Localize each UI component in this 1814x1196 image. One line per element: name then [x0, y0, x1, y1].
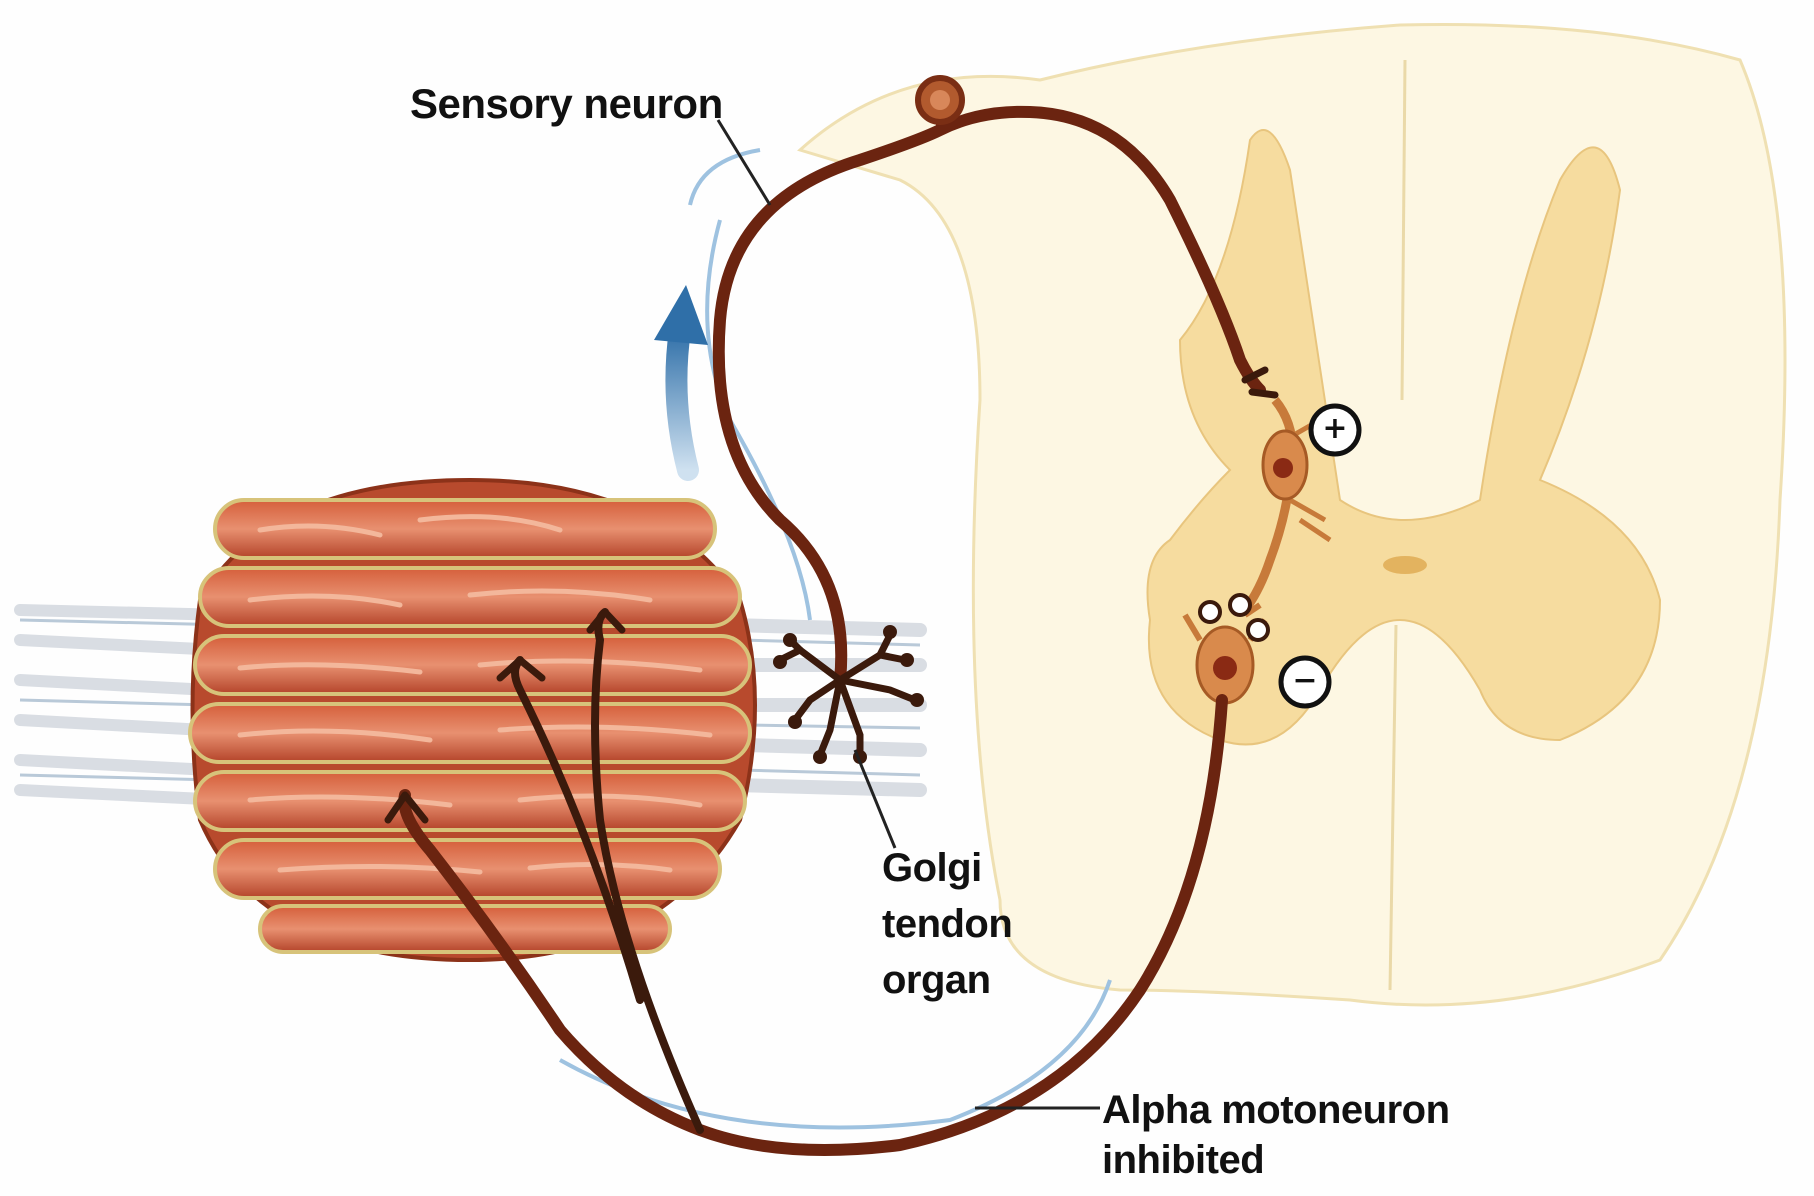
interneuron-nucleus [1273, 458, 1293, 478]
golgi-tendon-organ [780, 635, 915, 755]
inhibitory-sign: − [1285, 666, 1325, 696]
golgi-pointer [855, 750, 895, 848]
golgi-label-line-1: Golgi [882, 840, 1082, 896]
direction-arrow [654, 285, 708, 470]
arrow-head [654, 285, 708, 345]
motoneuron-nucleus [1213, 656, 1237, 680]
sensory-neuron-label: Sensory neuron [410, 80, 723, 128]
alpha-motoneuron-label: Alpha motoneuron inhibited [1102, 1085, 1522, 1185]
distal-tendon [730, 625, 920, 790]
golgi-label-line-3: organ [882, 952, 1082, 1008]
excitatory-sign: + [1315, 414, 1355, 444]
alpha-label-line-2: inhibited [1102, 1135, 1522, 1185]
arrow-shaft [676, 330, 688, 470]
golgi-tendon-organ-label: Golgi tendon organ [882, 840, 1082, 1008]
ganglion-nucleus [930, 90, 950, 110]
alpha-label-line-1: Alpha motoneuron [1102, 1085, 1522, 1135]
muscle [190, 480, 755, 960]
central-canal [1383, 556, 1427, 574]
golgi-label-line-2: tendon [882, 896, 1082, 952]
